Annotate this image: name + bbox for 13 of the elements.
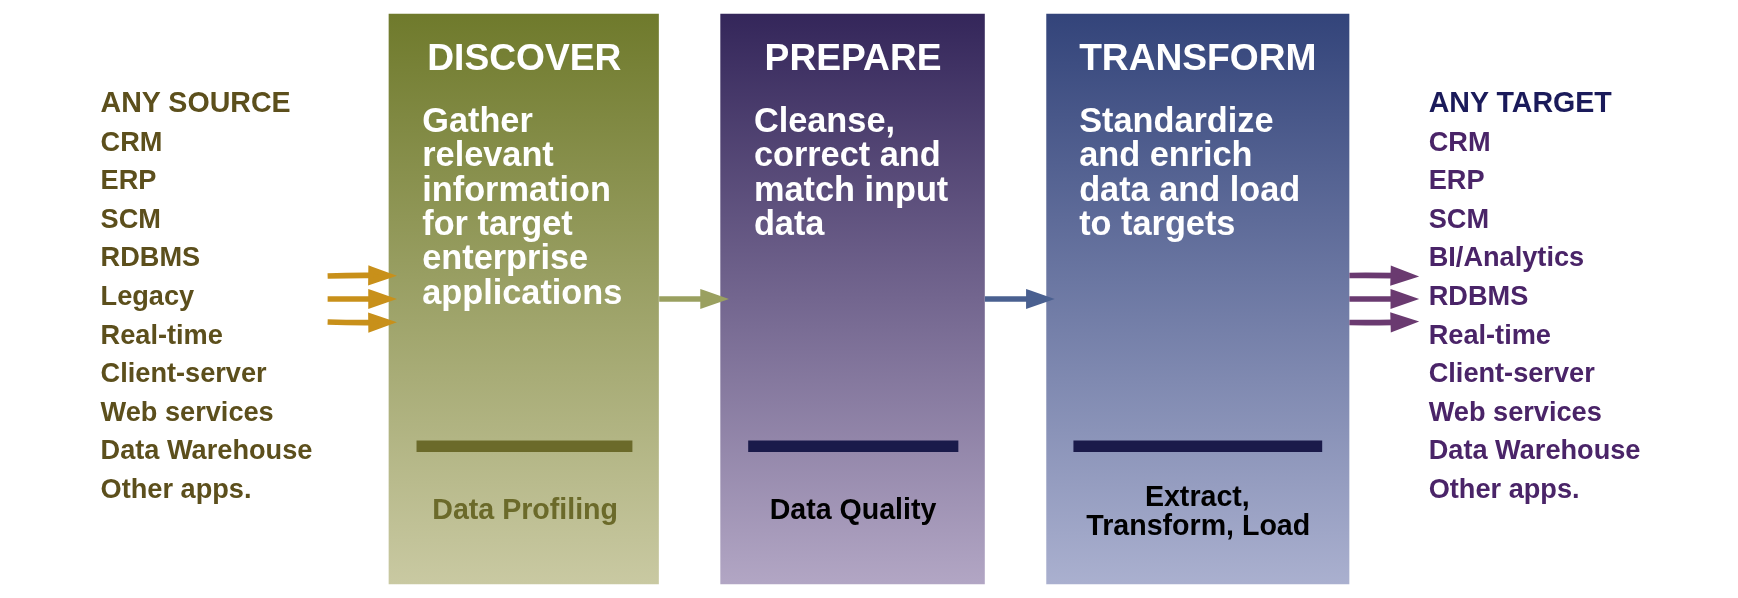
node-text: ANY SOURCE CRM ERP SCM RDBMS Legacy Real-time Client-server Web services Data Warehouse Other apps. [100,85,313,504]
arrow [327,265,397,286]
node-box: DISCOVER Gather relevant information for target enterprise applications Data Profiling [388,13,659,585]
node-box: TRANSFORM Standardize and enrich data and load to targets Extract, Transform, Load [1046,13,1350,585]
arrow [1349,288,1420,310]
node-box: PREPARE Cleanse, correct and match input data Data Quality [720,13,985,585]
arrow [327,288,397,310]
arrow [659,288,729,310]
arrow [1349,265,1420,286]
arrow [327,312,397,333]
arrow [1349,312,1420,333]
arrow [984,288,1055,310]
node-text: ANY TARGET CRM ERP SCM BI/Analytics RDBMS Real-time Client-server Web services Data Warehouse Other apps. [1428,85,1641,504]
